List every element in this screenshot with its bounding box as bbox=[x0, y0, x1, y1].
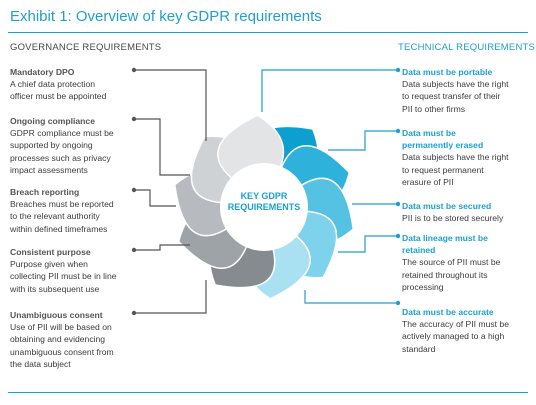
item-desc-line: officer must be appointed bbox=[10, 91, 107, 102]
item-desc-line: actively managed to a high bbox=[402, 331, 505, 342]
connector-consistent-purpose bbox=[134, 244, 190, 251]
connector-accurate-dot bbox=[395, 300, 401, 306]
item-desc-line: Purpose given when bbox=[10, 259, 88, 270]
item-desc-line: collecting PII must be in line bbox=[10, 271, 117, 282]
item-desc-line: to request transfer of their bbox=[402, 91, 501, 102]
item-desc-line: with its subsequent use bbox=[10, 283, 100, 294]
item-title: permanently erased bbox=[402, 140, 484, 151]
center-label: KEY GDPR REQUIREMENTS bbox=[226, 191, 302, 213]
connector-mandatory-dpo bbox=[134, 69, 207, 141]
item-desc-line: Data subjects have the right bbox=[402, 152, 509, 163]
connector-breach-reporting bbox=[134, 189, 176, 207]
connector-portable bbox=[261, 69, 398, 112]
item-desc-line: to request permanent bbox=[402, 164, 484, 175]
governance-item-breach-reporting: Breach reporting Breaches must be report… bbox=[10, 186, 130, 235]
connector-unambiguous-consent bbox=[134, 280, 207, 314]
technical-item-erased: Data must be permanently erased Data sub… bbox=[402, 127, 530, 188]
item-desc-line: The accuracy of PII must be bbox=[402, 319, 509, 330]
governance-item-mandatory-dpo: Mandatory DPO A chief data protection of… bbox=[10, 66, 130, 103]
item-desc-line: GDPR compliance must be bbox=[10, 128, 114, 139]
governance-heading: GOVERNANCE REQUIREMENTS bbox=[10, 42, 162, 53]
item-desc-line: Use of PII will be based on bbox=[10, 322, 112, 333]
connector-ongoing-compliance bbox=[134, 118, 190, 176]
technical-item-accurate: Data must be accurate The accuracy of PI… bbox=[402, 306, 530, 355]
item-desc-line: PII is to be stored securely bbox=[402, 213, 504, 224]
connector-portable-dot bbox=[395, 67, 401, 73]
item-desc-line: supported by ongoing bbox=[10, 140, 93, 151]
connector-lineage bbox=[338, 235, 398, 253]
item-desc-line: standard bbox=[402, 343, 436, 354]
center-disc bbox=[220, 163, 308, 251]
item-desc-line: Data subjects have the right bbox=[402, 79, 509, 90]
bottom-divider bbox=[8, 392, 528, 393]
item-desc-line: processes such as privacy bbox=[10, 152, 111, 163]
item-title: Data must be bbox=[402, 128, 456, 138]
center-label-line2: REQUIREMENTS bbox=[227, 202, 301, 212]
item-desc-line: The source of PII must be bbox=[402, 257, 501, 268]
connector-erased bbox=[328, 130, 398, 151]
item-desc-line: processing bbox=[402, 281, 444, 292]
connector-accurate bbox=[304, 290, 398, 304]
connector-unambiguous-consent-dot bbox=[131, 310, 137, 316]
item-desc-line: to the relevant authority bbox=[10, 211, 100, 222]
item-desc-line: impact assessments bbox=[10, 164, 88, 175]
connector-erased-dot bbox=[395, 128, 401, 134]
item-title: Mandatory DPO bbox=[10, 67, 75, 77]
connector-breach-reporting-dot bbox=[131, 187, 137, 193]
item-desc-line: erasure of PII bbox=[402, 176, 454, 187]
item-title: Data lineage must be bbox=[402, 233, 488, 243]
exhibit-title: Exhibit 1: Overview of key GDPR requirem… bbox=[10, 8, 322, 25]
technical-heading: TECHNICAL REQUIREMENTS bbox=[398, 42, 536, 53]
item-title: Unambiguous consent bbox=[10, 310, 103, 320]
item-title: Ongoing compliance bbox=[10, 116, 95, 126]
item-desc-line: within defined timeframes bbox=[10, 223, 108, 234]
item-desc-line: obtaining and evidencing bbox=[10, 334, 106, 345]
item-desc-line: Breaches must be reported bbox=[10, 199, 114, 210]
item-desc-line: the data subject bbox=[10, 358, 71, 369]
governance-item-consistent-purpose: Consistent purpose Purpose given when co… bbox=[10, 246, 130, 295]
item-title: Data must be secured bbox=[402, 201, 492, 211]
technical-item-secured: Data must be secured PII is to be stored… bbox=[402, 200, 530, 224]
connector-ongoing-compliance-dot bbox=[131, 116, 137, 122]
item-desc-line: A chief data protection bbox=[10, 79, 96, 90]
item-title: retained bbox=[402, 245, 436, 256]
connector-lineage-dot bbox=[395, 233, 401, 239]
item-desc-line: retained throughout its bbox=[402, 269, 488, 280]
item-desc-line: unambiguous consent from bbox=[10, 346, 114, 357]
item-title: Data must be portable bbox=[402, 67, 493, 77]
item-title: Data must be accurate bbox=[402, 307, 494, 317]
center-label-line1: KEY GDPR bbox=[240, 191, 288, 201]
connector-group bbox=[131, 67, 401, 316]
title-divider bbox=[8, 32, 528, 33]
technical-item-portable: Data must be portable Data subjects have… bbox=[402, 66, 530, 115]
item-title: Breach reporting bbox=[10, 187, 80, 197]
technical-item-lineage: Data lineage must be retained The source… bbox=[402, 232, 530, 293]
item-title: Consistent purpose bbox=[10, 247, 91, 257]
connector-mandatory-dpo-dot bbox=[131, 67, 137, 73]
governance-item-ongoing-compliance: Ongoing compliance GDPR compliance must … bbox=[10, 115, 130, 176]
connector-secured-dot bbox=[395, 201, 401, 207]
connector-consistent-purpose-dot bbox=[131, 247, 137, 253]
governance-item-unambiguous-consent: Unambiguous consent Use of PII will be b… bbox=[10, 309, 130, 370]
item-desc-line: PII to other firms bbox=[402, 103, 466, 114]
